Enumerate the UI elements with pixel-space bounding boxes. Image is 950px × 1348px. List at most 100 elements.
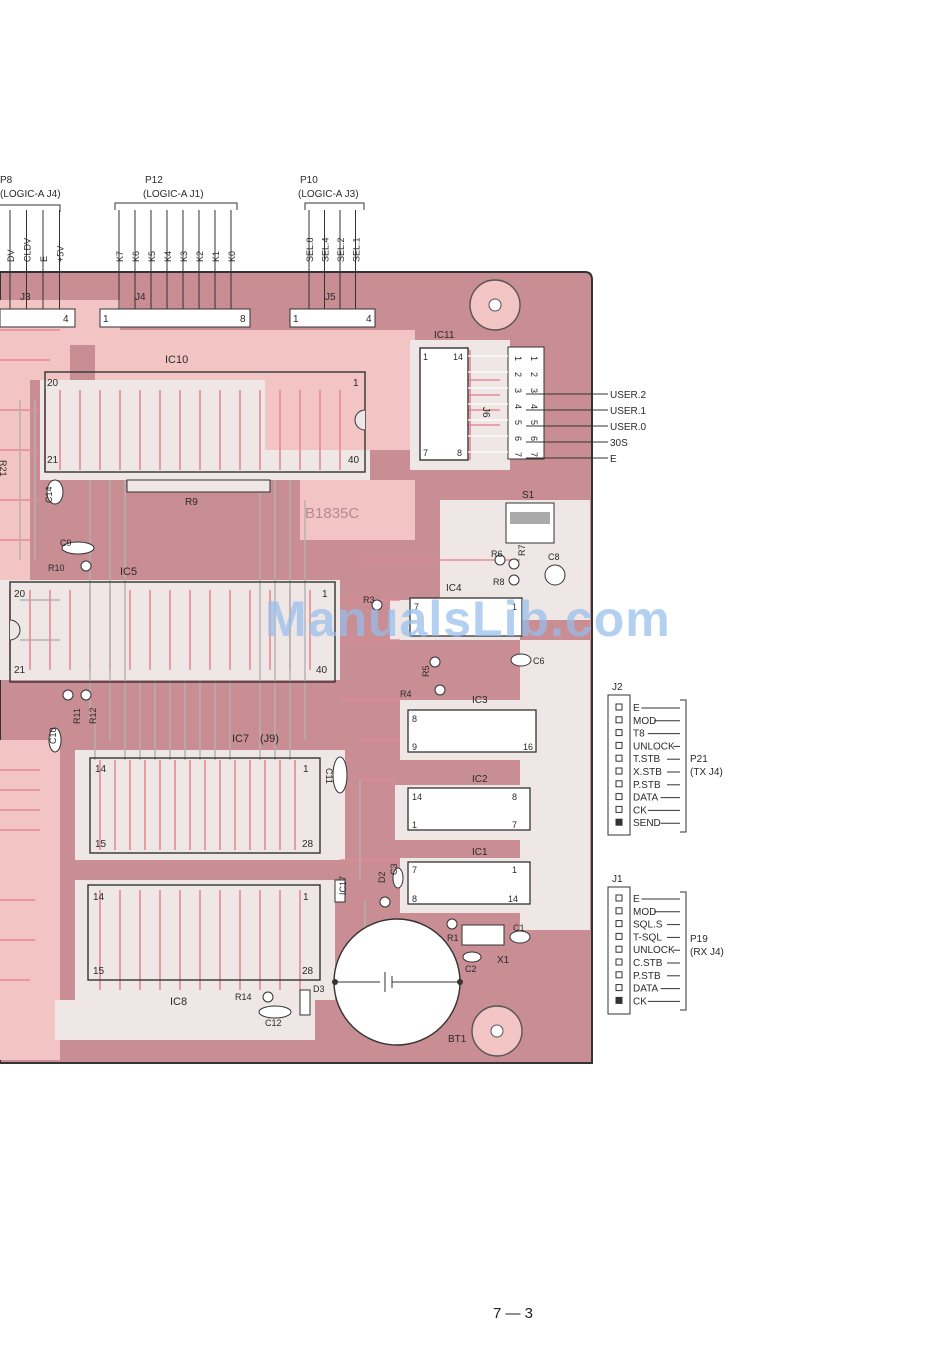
- ic2-chip: IC2 14 8 1 7: [407, 774, 531, 831]
- svg-text:C10: C10: [48, 727, 58, 744]
- p21-sublabel: (TX J4): [690, 767, 723, 778]
- j6-pin-number: 1: [529, 356, 539, 361]
- p10-pin-label: SEL.4: [321, 237, 331, 262]
- x1-crystal: X1: [461, 924, 510, 966]
- svg-text:16: 16: [523, 742, 533, 752]
- ic3-label: IC3: [472, 695, 488, 706]
- j1-pin-label: E: [633, 894, 640, 905]
- svg-text:8: 8: [412, 894, 417, 904]
- ic11-label: IC11: [434, 330, 455, 341]
- j1-pin-label: MOD: [633, 907, 656, 918]
- ic7-label: IC7: [232, 733, 249, 745]
- j2-pin-label: SEND: [633, 818, 661, 829]
- svg-text:R6: R6: [491, 549, 503, 559]
- ic1-label: IC1: [472, 847, 488, 858]
- p8-subtitle: (LOGIC-A J4): [0, 189, 61, 200]
- p12-pin-label: K4: [163, 251, 173, 262]
- p12-pin-label: K3: [179, 251, 189, 262]
- j2-pin-label: X.STB: [633, 767, 662, 778]
- bt1-label: BT1: [448, 1034, 467, 1045]
- j1-label: J1: [612, 874, 623, 885]
- j6-pin-number: 5: [513, 420, 523, 425]
- p10-name: P10: [300, 175, 318, 186]
- svg-text:7: 7: [414, 602, 419, 612]
- j6-output-label: USER.2: [610, 390, 647, 401]
- board-code: B1835C: [305, 505, 359, 522]
- p8-pin-label: CLDV: [23, 238, 33, 262]
- svg-text:21: 21: [14, 665, 26, 676]
- j5-pin4: 4: [366, 314, 372, 325]
- mounting-hole-bottom: [471, 1005, 523, 1057]
- page-number: 7 — 3: [493, 1305, 534, 1322]
- svg-text:40: 40: [316, 665, 328, 676]
- svg-text:14: 14: [95, 764, 107, 775]
- j2-pin-square: [615, 703, 623, 711]
- j6-label: J6: [480, 407, 491, 418]
- j1-pin-square: [615, 932, 623, 940]
- j6-pin-number: 7: [529, 452, 539, 457]
- svg-text:28: 28: [302, 839, 314, 850]
- j2-pin-square: [615, 729, 623, 737]
- svg-text:R21: R21: [0, 460, 8, 477]
- svg-text:15: 15: [95, 839, 107, 850]
- svg-text:C12: C12: [265, 1018, 282, 1028]
- ic5-label: IC5: [120, 566, 137, 578]
- j1-pin-label: C.STB: [633, 958, 663, 969]
- j1-pin-square: [615, 907, 623, 915]
- j2-pin-label: CK: [633, 805, 647, 816]
- r9-resistor-network: R9: [126, 479, 271, 508]
- j2-pin-square: [615, 754, 623, 762]
- svg-text:R8: R8: [493, 577, 505, 587]
- svg-text:7: 7: [423, 448, 428, 458]
- j4-label: J4: [135, 292, 146, 303]
- svg-text:R14: R14: [235, 992, 252, 1002]
- ic4-chip: IC4 7 1: [409, 583, 523, 637]
- j1-pin-square: [615, 996, 623, 1004]
- j6-output-label: USER.1: [610, 406, 647, 417]
- j2-pin-label: UNLOCK: [633, 741, 675, 752]
- svg-text:D3: D3: [313, 984, 325, 994]
- j4-pin8: 8: [240, 314, 246, 325]
- svg-text:40: 40: [348, 455, 360, 466]
- svg-text:1: 1: [303, 764, 309, 775]
- j2-pin-square: [615, 805, 623, 813]
- j6-pin-number: 1: [513, 356, 523, 361]
- svg-text:7: 7: [412, 865, 417, 875]
- svg-text:R4: R4: [400, 689, 412, 699]
- p12-name: P12: [145, 175, 163, 186]
- svg-text:14: 14: [453, 352, 463, 362]
- svg-text:14: 14: [508, 894, 518, 904]
- j6-pin-number: 6: [513, 436, 523, 441]
- p12-pin-label: K1: [211, 251, 221, 262]
- j1-pin-square: [615, 971, 623, 979]
- p8-name: P8: [0, 175, 13, 186]
- p19-label: P19: [690, 934, 708, 945]
- j1-pin-square: [615, 984, 623, 992]
- j2-pin-square: [615, 793, 623, 801]
- j1-pin-square: [615, 920, 623, 928]
- svg-text:9: 9: [412, 742, 417, 752]
- svg-text:C1: C1: [513, 923, 525, 933]
- svg-text:21: 21: [47, 455, 59, 466]
- svg-text:R7: R7: [517, 544, 527, 556]
- passive-components: C14 C9 R10 R11 R12 C10 C11 IC17 D2 C3 R1…: [0, 460, 566, 1028]
- svg-text:1: 1: [512, 865, 517, 875]
- j1-pin-label: P.STB: [633, 971, 661, 982]
- j1-pin-label: CK: [633, 996, 647, 1007]
- p12-pin-label: K0: [227, 251, 237, 262]
- j6-pin-number: 6: [529, 436, 539, 441]
- svg-text:C14: C14: [44, 486, 54, 503]
- svg-text:R12: R12: [88, 707, 98, 724]
- j2-pin-label: MOD: [633, 716, 656, 727]
- svg-text:1: 1: [322, 589, 328, 600]
- j2-pin-label: DATA: [633, 793, 659, 804]
- p21-label: P21: [690, 754, 708, 765]
- watermark: ManualsLib.com: [265, 591, 671, 647]
- svg-text:14: 14: [93, 892, 105, 903]
- j1-pin-label: SQL.S: [633, 920, 663, 931]
- svg-text:R1: R1: [447, 933, 459, 943]
- ic8-label: IC8: [170, 996, 187, 1008]
- j1-pin-square: [615, 894, 623, 902]
- ic4-label: IC4: [446, 583, 462, 594]
